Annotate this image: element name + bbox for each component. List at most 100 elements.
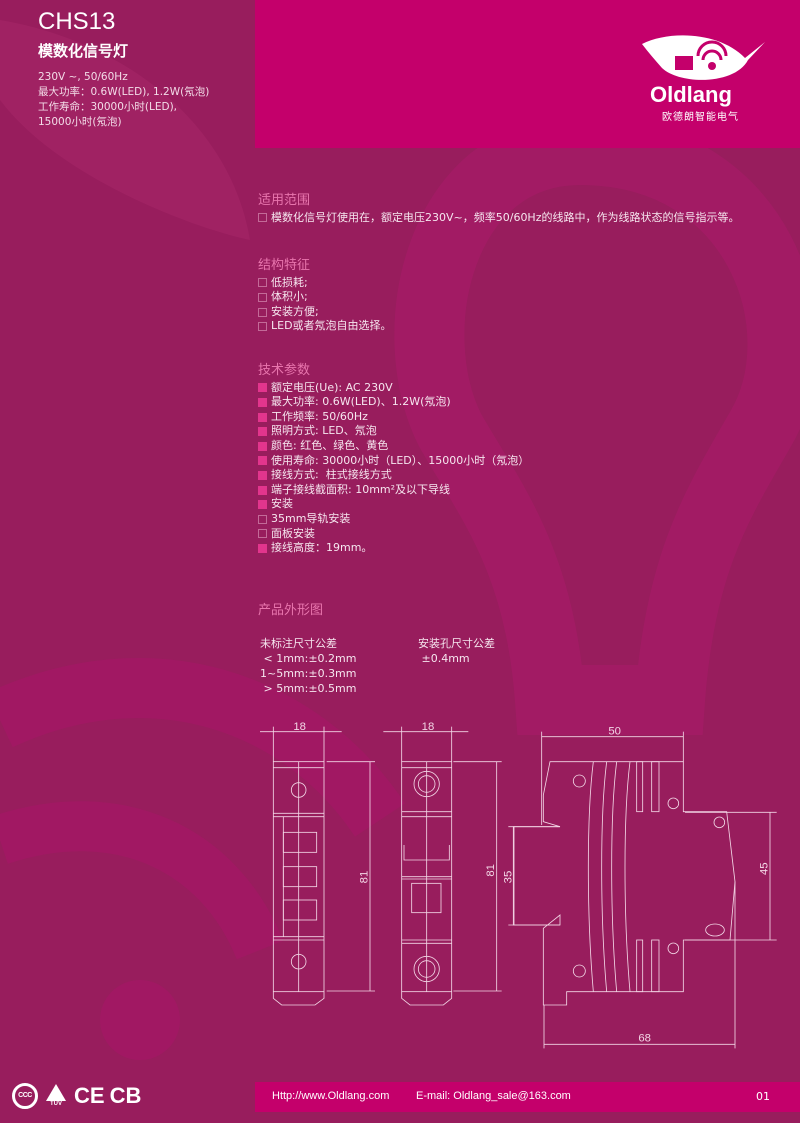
item-text: 模数化信号灯使用在，额定电压230V~，频率50/60Hz的线路中，作为线路状态… (271, 210, 740, 224)
dim-total-depth: 68 (638, 1033, 651, 1045)
tolerance-line: ±0.4mm (418, 652, 470, 665)
section-title: 适用范围 (258, 193, 311, 208)
front-view-2 (383, 726, 502, 1006)
checkbox-empty-icon (258, 278, 267, 288)
company-name: 欧德朗智能电气 (662, 112, 739, 123)
bullet-square-icon (258, 456, 267, 466)
website-link[interactable]: Http://www.Oldlang.com (272, 1090, 390, 1102)
tuv-mark: TÜV (43, 1084, 69, 1108)
section-title: 产品外形图 (258, 603, 324, 618)
leaf-bulb-logo-icon: Oldlang (642, 35, 765, 107)
list-item: 安装方便; (258, 305, 392, 320)
side-view (508, 731, 777, 1049)
item-text: 工作频率: 50/60Hz (271, 409, 368, 423)
tolerance-line: > 5mm:±0.5mm (260, 682, 357, 695)
dim-depth: 50 (608, 725, 621, 737)
bullet-square-icon (258, 383, 267, 393)
list-item: LED或者氖泡自由选择。 (258, 319, 392, 334)
checkbox-empty-icon (258, 307, 267, 317)
tolerance-line: < 1mm:±0.2mm (260, 652, 357, 665)
item-text: 照明方式: LED、氖泡 (271, 424, 377, 438)
dim-width-front2: 18 (422, 721, 435, 733)
bullet-square-icon (258, 470, 267, 480)
dim-height-side: 45 (758, 862, 770, 875)
page-number: 01 (756, 1090, 770, 1103)
item-text: 额定电压(Ue): AC 230V (271, 380, 393, 394)
section-outline: 产品外形图 (258, 603, 324, 621)
section-title: 结构特征 (258, 258, 311, 273)
list-item: 安装 (258, 497, 529, 512)
item-text: 颜色: 红色、绿色、黄色 (271, 438, 389, 452)
product-name: 模数化信号灯 (38, 42, 129, 60)
item-text: 面板安装 (271, 526, 315, 540)
svg-text:Oldlang: Oldlang (650, 82, 732, 107)
tuv-mark-label: TÜV (50, 1101, 62, 1107)
item-text: 安装方便; (271, 304, 319, 318)
list-item: 照明方式: LED、氖泡 (258, 424, 529, 439)
item-text: 端子接线截面积: 10mm²及以下导线 (271, 482, 451, 496)
ccc-mark: CCC (12, 1083, 38, 1109)
checkbox-empty-icon (258, 213, 267, 223)
dim-height: 81 (358, 871, 370, 884)
checkbox-empty-icon (258, 292, 267, 302)
item-text: 使用寿命: 30000小时（LED）、15000小时（氖泡） (271, 453, 530, 467)
bullet-square-icon (258, 412, 267, 422)
list-item: 35mm导轨安装 (258, 512, 529, 527)
spec-line: 工作寿命：30000小时(LED), (38, 101, 178, 113)
front-view-1 (260, 726, 375, 1006)
bullet-square-icon (258, 427, 267, 437)
item-text: 低损耗; (271, 275, 308, 289)
dim-rail: 35 (503, 871, 515, 884)
list-item: 使用寿命: 30000小时（LED）、15000小时（氖泡） (258, 454, 529, 469)
ce-mark: CE (74, 1083, 105, 1108)
list-item: 端子接线截面积: 10mm²及以下导线 (258, 483, 529, 498)
list-item: 低损耗; (258, 276, 392, 291)
item-text: 接线高度：19mm。 (271, 541, 373, 555)
spec-line: 230V ~, 50/60Hz (38, 71, 128, 83)
item-text: LED或者氖泡自由选择。 (271, 319, 392, 333)
list-item: 接线高度：19mm。 (258, 541, 529, 556)
dimension-drawing: 18 18 50 68 81 81 35 45 (260, 721, 777, 1049)
item-text: 接线方式: 柱式接线方式 (271, 468, 392, 482)
list-item: 工作频率: 50/60Hz (258, 410, 529, 425)
hole-tolerances: 安装孔尺寸公差 ±0.4mm (418, 636, 495, 666)
list-item: 模数化信号灯使用在，额定电压230V~，频率50/60Hz的线路中，作为线路状态… (258, 211, 739, 226)
product-model: CHS13 (38, 8, 116, 35)
item-text: 体积小; (271, 290, 308, 304)
tuv-triangle-icon (46, 1084, 66, 1101)
header-specs: 230V ~, 50/60Hz 最大功率：0.6W(LED), 1.2W(氖泡)… (38, 70, 209, 130)
item-text: 35mm导轨安装 (271, 511, 351, 525)
company-logo: Oldlang 欧德朗智能电气 (640, 30, 770, 123)
list-item: 面板安装 (258, 527, 529, 542)
bullet-square-icon (258, 500, 267, 510)
bullet-square-icon (258, 543, 267, 553)
spec-line: 15000小时(氖泡) (38, 116, 122, 128)
tolerance-title: 安装孔尺寸公差 (418, 637, 495, 650)
list-item: 颜色: 红色、绿色、黄色 (258, 439, 529, 454)
dim-height2: 81 (485, 864, 497, 877)
section-features: 结构特征 低损耗; 体积小; 安装方便; LED或者氖泡自由选择。 (258, 258, 392, 334)
certification-marks: CCC TÜV CE CB (12, 1083, 141, 1109)
cb-mark: CB (109, 1083, 142, 1108)
spec-line: 最大功率：0.6W(LED), 1.2W(氖泡) (38, 86, 210, 98)
checkbox-empty-icon (258, 322, 267, 332)
footer-bar: Http://www.Oldlang.com E-mail: Oldlang_s… (255, 1082, 800, 1112)
tolerance-title: 未标注尺寸公差 (260, 637, 337, 650)
item-text: 最大功率: 0.6W(LED)、1.2W(氖泡) (271, 395, 451, 409)
list-item: 最大功率: 0.6W(LED)、1.2W(氖泡) (258, 395, 529, 410)
general-tolerances: 未标注尺寸公差 < 1mm:±0.2mm 1~5mm:±0.3mm > 5mm:… (260, 636, 357, 696)
list-item: 体积小; (258, 290, 392, 305)
tolerance-line: 1~5mm:±0.3mm (260, 667, 357, 680)
bullet-square-icon (258, 441, 267, 451)
checkbox-empty-icon (258, 529, 267, 539)
item-text: 安装 (271, 497, 293, 511)
email-link[interactable]: E-mail: Oldlang_sale@163.com (416, 1090, 571, 1102)
section-application: 适用范围 模数化信号灯使用在，额定电压230V~，频率50/60Hz的线路中，作… (258, 193, 739, 226)
dim-width-front: 18 (293, 721, 306, 733)
list-item: 额定电压(Ue): AC 230V (258, 381, 529, 396)
section-title: 技术参数 (258, 363, 311, 378)
list-item: 接线方式: 柱式接线方式 (258, 468, 529, 483)
checkbox-empty-icon (258, 514, 267, 524)
